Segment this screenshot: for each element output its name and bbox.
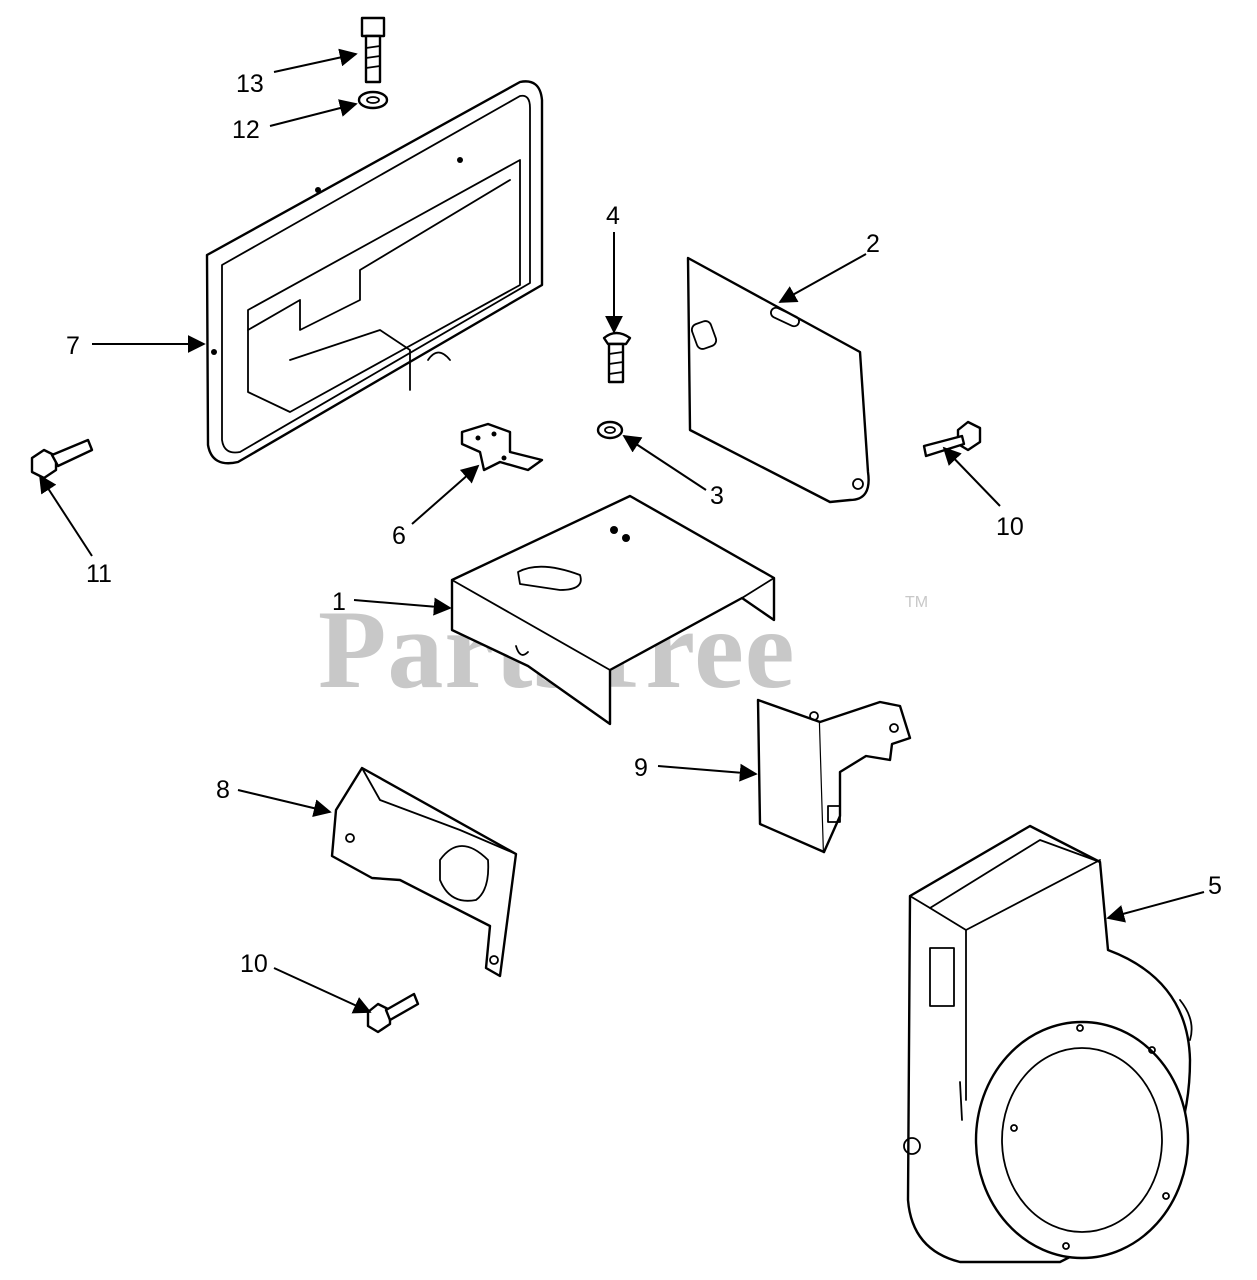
part-7-panel-frame [205, 80, 544, 465]
callout-10-lower: 10 [240, 950, 268, 978]
callout-2: 2 [866, 230, 880, 258]
callout-4: 4 [606, 202, 620, 230]
part-2-plate [686, 256, 870, 504]
leader-lines [39, 48, 1205, 1014]
callout-9: 9 [634, 754, 648, 782]
part-13-bolt [360, 16, 386, 84]
callout-3: 3 [710, 482, 724, 510]
part-4-screw [602, 331, 632, 384]
part-6-bracket [460, 422, 544, 472]
part-10-screw-lower [366, 992, 420, 1034]
part-12-washer [357, 90, 389, 110]
part-3-washer [596, 420, 624, 440]
part-5-blower-housing [903, 824, 1193, 1264]
callout-labels: 13 12 7 11 4 2 3 6 10 1 9 8 5 10 [66, 70, 1222, 978]
callout-13: 13 [236, 70, 264, 98]
part-9-side-plate [756, 698, 912, 854]
watermark-trademark: TM [905, 594, 928, 611]
callout-10-upper: 10 [996, 513, 1024, 541]
callout-1: 1 [332, 588, 346, 616]
callout-7: 7 [66, 332, 80, 360]
callout-12: 12 [232, 116, 260, 144]
part-1-shroud [450, 494, 776, 726]
part-8-bracket [330, 766, 518, 978]
part-10-screw-upper [922, 420, 982, 458]
part-11-screw [30, 438, 94, 480]
callout-6: 6 [392, 522, 406, 550]
callout-5: 5 [1208, 872, 1222, 900]
callout-8: 8 [216, 776, 230, 804]
callout-11: 11 [86, 560, 112, 588]
